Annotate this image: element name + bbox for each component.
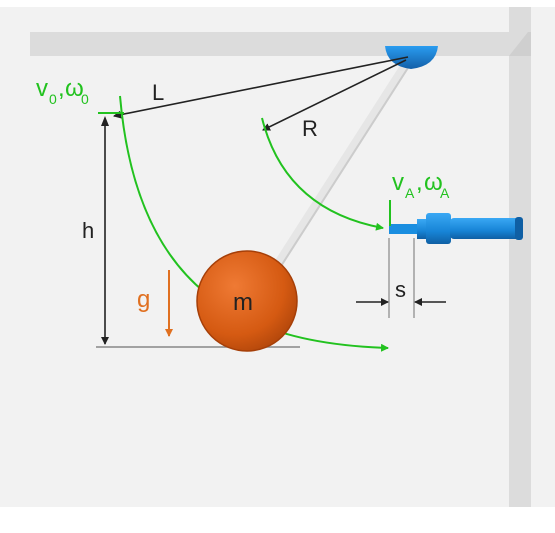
label-h: h (82, 218, 94, 243)
label-comma0: , (58, 75, 65, 102)
label-g: g (137, 286, 150, 313)
radius-R-arrow (262, 59, 407, 131)
label-m: m (233, 289, 253, 316)
label-v0: v (36, 75, 48, 102)
label-R: R (302, 116, 318, 141)
label-v0-sub: 0 (49, 91, 57, 107)
wall-corner (509, 32, 531, 56)
ceiling-beam (30, 32, 528, 56)
label-w0: ω (65, 75, 84, 102)
label-s: s (395, 277, 406, 302)
pendulum-rod-shade (257, 59, 414, 303)
speed-sensor-icon (389, 213, 523, 244)
length-L-arrow (113, 56, 409, 119)
label-L: L (152, 80, 164, 105)
motion-path-R (261, 117, 384, 231)
pendulum-rod (250, 53, 415, 305)
height-h-arrow-top (101, 116, 109, 126)
pendulum-mass (196, 250, 298, 352)
label-vA: v (392, 169, 404, 196)
wall (509, 7, 531, 507)
label-vA-sub: A (405, 185, 415, 201)
label-wA-sub: A (440, 185, 450, 201)
label-w0-sub: 0 (81, 91, 89, 107)
label-commaA: , (416, 169, 423, 196)
label-vA-wA: v A , ω A (392, 169, 450, 201)
label-v0-w0: v 0 , ω 0 (36, 75, 89, 107)
label-wA: ω (424, 169, 443, 196)
